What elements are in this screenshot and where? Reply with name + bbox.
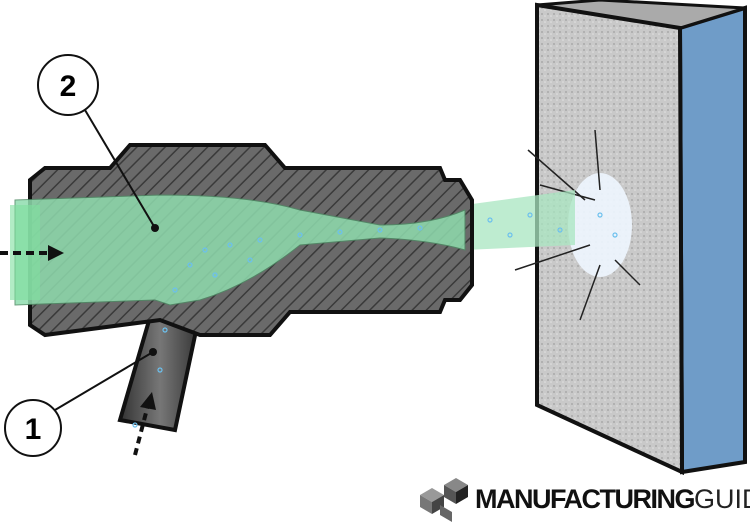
mixing-chamber-fluid: [14, 194, 466, 306]
target-wall: [514, 0, 747, 476]
abrasive-flow-arrow: [133, 392, 156, 456]
water-flow-arrow: [0, 245, 64, 261]
manufacturing-guide-logo: MANUFACTURINGGUIDE: [475, 484, 750, 515]
callout-1: 1: [4, 348, 157, 457]
logo-bold: MANUFACTURING: [475, 484, 695, 514]
callout-2: 2: [37, 54, 159, 232]
logo-light: GUIDE: [693, 484, 750, 514]
callout-2-number: 2: [60, 70, 77, 103]
callout-1-number: 1: [25, 413, 42, 446]
abrasive-jet: [465, 190, 575, 250]
wall-side: [677, 5, 747, 475]
logo-cubes-icon: [420, 478, 468, 522]
abrasive-particles: [132, 212, 618, 428]
